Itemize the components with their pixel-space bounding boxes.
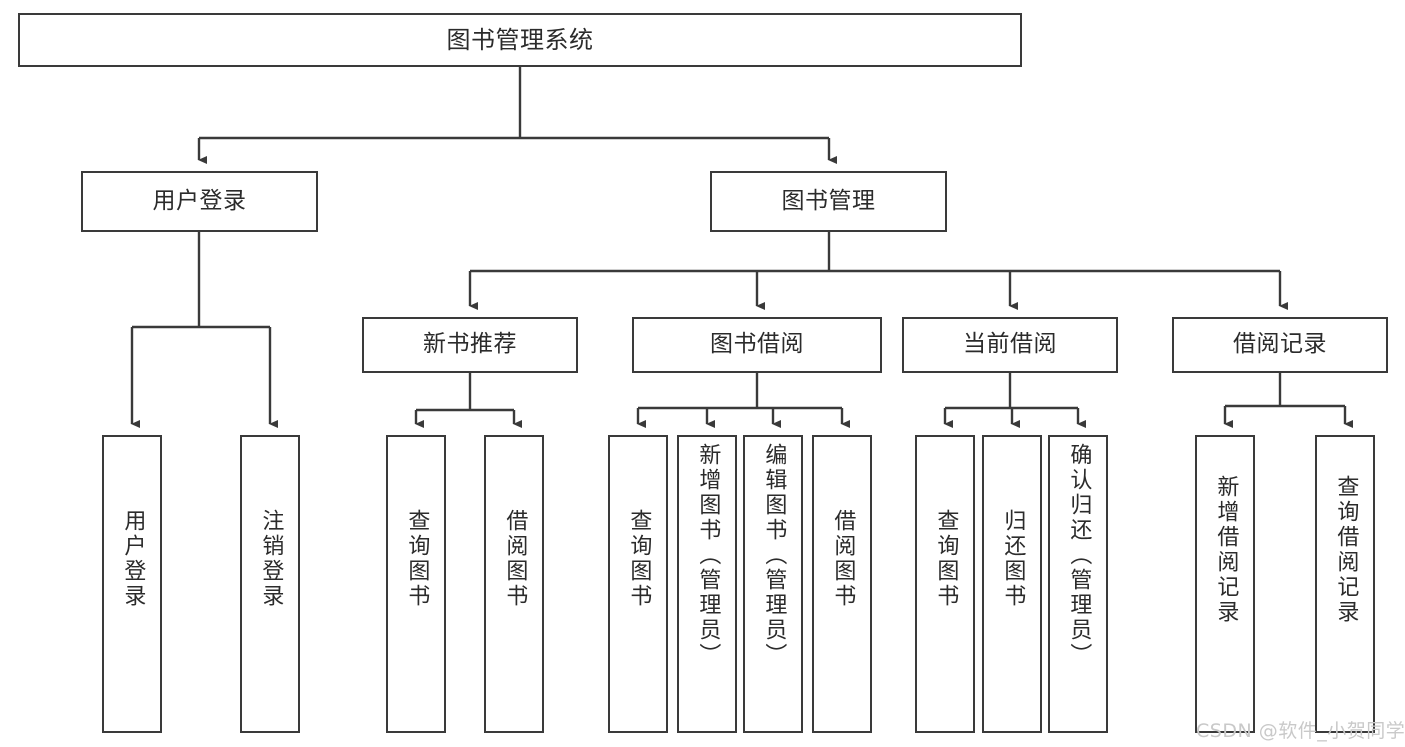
- node-leaf-confirm-return-label: 确认归还（管理员）: [1066, 443, 1092, 668]
- node-leaf-query-book-borrow-label: 查询图书: [626, 509, 652, 609]
- node-leaf-logout[interactable]: 注销登录: [240, 435, 300, 733]
- node-book-borrow-label: 图书借阅: [710, 331, 804, 358]
- node-current-borrow[interactable]: 当前借阅: [902, 317, 1118, 373]
- node-leaf-add-record-label: 新增借阅记录: [1213, 475, 1239, 625]
- node-leaf-edit-book[interactable]: 编辑图书（管理员）: [743, 435, 803, 733]
- node-leaf-borrow-book-rec-label: 借阅图书: [502, 509, 528, 609]
- node-book-borrow[interactable]: 图书借阅: [632, 317, 882, 373]
- node-leaf-borrow-book-rec[interactable]: 借阅图书: [484, 435, 544, 733]
- node-leaf-logout-label: 注销登录: [258, 509, 284, 609]
- csdn-watermark: CSDN @软件_小贺同学: [1196, 720, 1405, 742]
- node-borrow-record[interactable]: 借阅记录: [1172, 317, 1388, 373]
- node-borrow-record-label: 借阅记录: [1233, 331, 1327, 358]
- node-leaf-query-record-label: 查询借阅记录: [1333, 475, 1359, 625]
- node-leaf-query-record[interactable]: 查询借阅记录: [1315, 435, 1375, 733]
- node-leaf-query-book-rec-label: 查询图书: [404, 509, 430, 609]
- node-leaf-query-book-borrow[interactable]: 查询图书: [608, 435, 668, 733]
- node-leaf-add-book[interactable]: 新增图书（管理员）: [677, 435, 737, 733]
- node-new-book-rec-label: 新书推荐: [423, 331, 517, 358]
- node-user-login[interactable]: 用户登录: [81, 171, 318, 232]
- node-current-borrow-label: 当前借阅: [963, 331, 1057, 358]
- node-leaf-add-book-label: 新增图书（管理员）: [695, 443, 721, 668]
- node-book-manage-label: 图书管理: [781, 187, 876, 214]
- node-new-book-rec[interactable]: 新书推荐: [362, 317, 578, 373]
- node-leaf-confirm-return[interactable]: 确认归还（管理员）: [1048, 435, 1108, 733]
- node-leaf-return-book[interactable]: 归还图书: [982, 435, 1042, 733]
- node-leaf-user-login-label: 用户登录: [120, 509, 146, 609]
- node-leaf-add-record[interactable]: 新增借阅记录: [1195, 435, 1255, 733]
- node-leaf-query-book-current-label: 查询图书: [933, 509, 959, 609]
- node-leaf-query-book-current[interactable]: 查询图书: [915, 435, 975, 733]
- node-leaf-return-book-label: 归还图书: [1000, 509, 1026, 609]
- node-root[interactable]: 图书管理系统: [18, 13, 1022, 67]
- node-leaf-query-book-rec[interactable]: 查询图书: [386, 435, 446, 733]
- node-root-label: 图书管理系统: [446, 25, 594, 54]
- node-leaf-borrow-book-label: 借阅图书: [830, 509, 856, 609]
- node-leaf-borrow-book[interactable]: 借阅图书: [812, 435, 872, 733]
- node-book-manage[interactable]: 图书管理: [710, 171, 947, 232]
- node-user-login-label: 用户登录: [152, 187, 247, 214]
- node-leaf-user-login[interactable]: 用户登录: [102, 435, 162, 733]
- node-leaf-edit-book-label: 编辑图书（管理员）: [761, 443, 787, 668]
